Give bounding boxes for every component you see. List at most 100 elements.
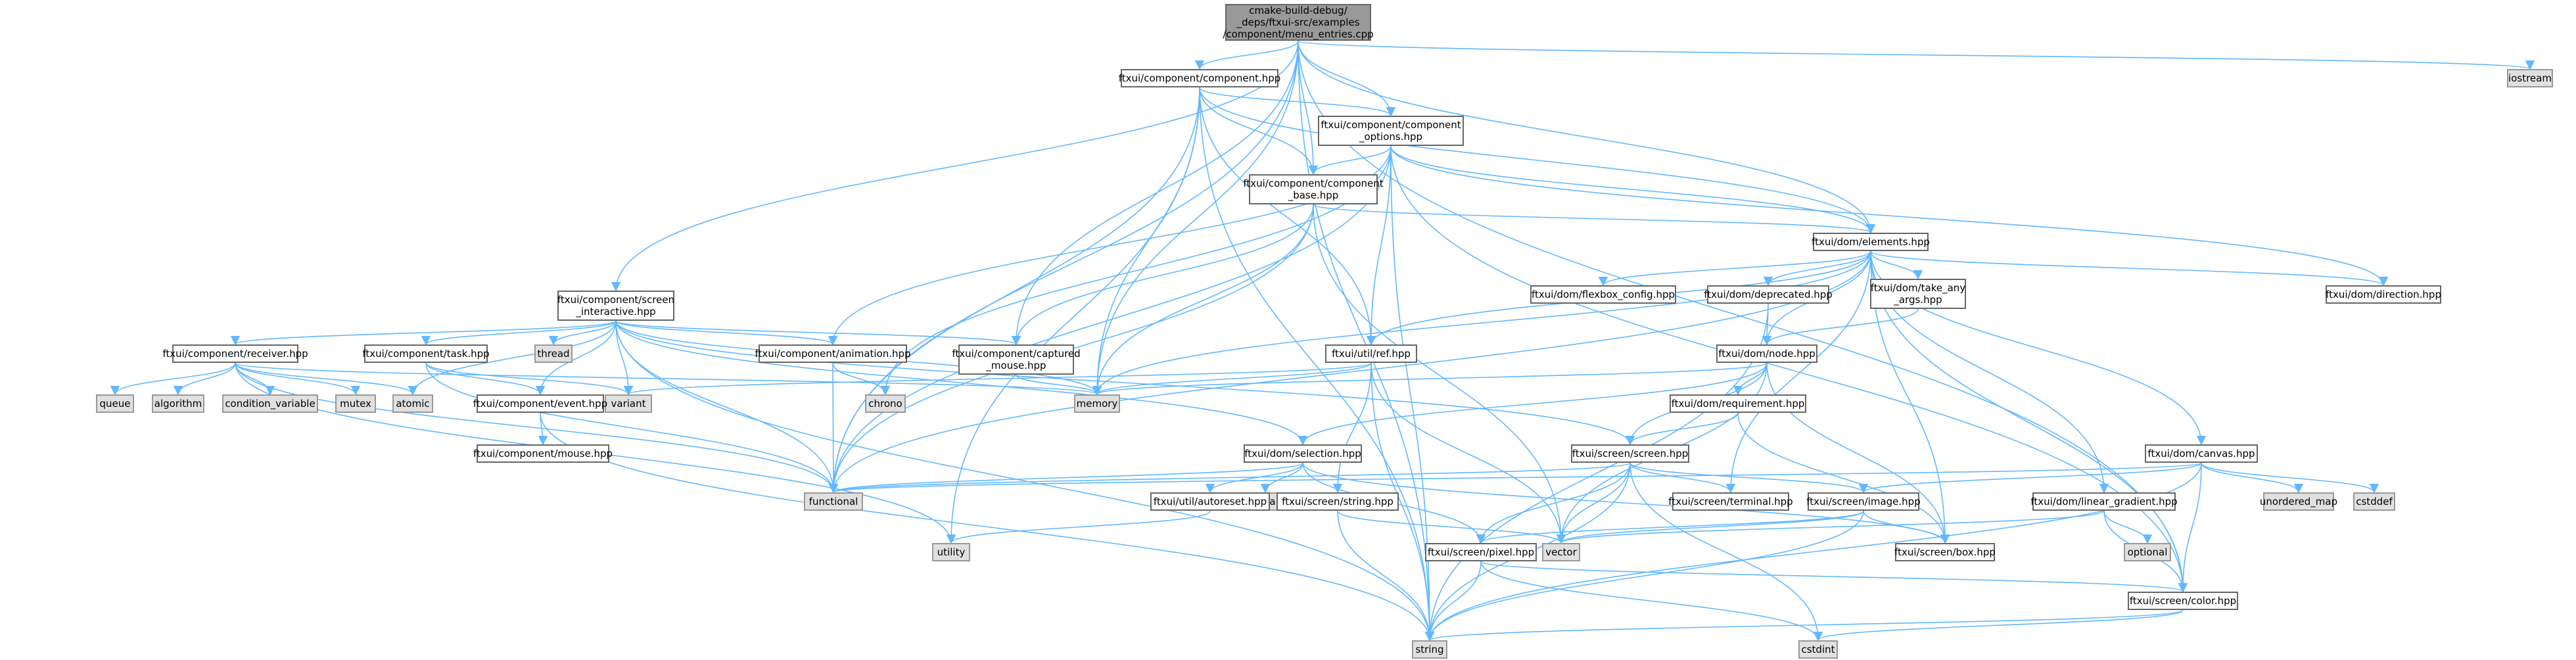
node-image[interactable]: ftxui/screen/image.hpp	[1806, 492, 1921, 511]
edge-ref-to-variant	[624, 362, 1372, 396]
node-animation[interactable]: ftxui/component/animation.hpp	[755, 344, 911, 363]
edge-component_options-to-functional	[828, 145, 1392, 494]
node-queue: queue	[96, 394, 134, 413]
edge-screen_interactive-to-string	[615, 320, 1435, 642]
node-component-options[interactable]: ftxui/component/component _options.hpp	[1318, 116, 1464, 146]
edge-component-to-utility	[946, 87, 1200, 544]
edge-canvas-to-cstddef	[2201, 462, 2379, 494]
node-terminal[interactable]: ftxui/screen/terminal.hpp	[1668, 492, 1793, 511]
edge-elements-to-memory	[1092, 250, 1871, 396]
edge-component-to-string	[1199, 87, 1435, 642]
edge-ref-to-vector	[1370, 362, 1566, 544]
node-utility: utility	[932, 543, 970, 561]
node-canvas[interactable]: ftxui/dom/canvas.hpp	[2145, 444, 2258, 463]
edge-component_base-to-vector	[1313, 204, 1566, 544]
edge-image-to-pixel	[1476, 510, 1864, 544]
edge-screen_interactive-to-event	[535, 320, 617, 396]
node-box[interactable]: ftxui/screen/box.hpp	[1894, 543, 1996, 561]
node-selection[interactable]: ftxui/dom/selection.hpp	[1244, 444, 1362, 463]
edge-linear_gradient-to-optional	[2103, 510, 2153, 544]
edge-root-to-component	[1194, 40, 1299, 70]
node-autoreset[interactable]: ftxui/util/autoreset.hpp	[1150, 492, 1270, 511]
node-flexbox-config[interactable]: ftxui/dom/flexbox_config.hpp	[1530, 285, 1676, 304]
node-root: cmake-build-debug/ _deps/ftxui-src/examp…	[1223, 4, 1374, 41]
node-memory: memory	[1074, 394, 1120, 413]
edge-component-to-component_options	[1199, 87, 1396, 117]
node-task[interactable]: ftxui/component/task.hpp	[362, 344, 490, 363]
edge-string_hpp-to-vector	[1337, 510, 1566, 544]
edge-component_base-to-captured_mouse	[1011, 204, 1314, 346]
dependency-edges	[110, 40, 2535, 642]
edge-color-to-string	[1425, 609, 2184, 642]
edge-deprecated-to-string	[1424, 303, 1769, 642]
edge-receiver-to-memory	[235, 362, 1102, 396]
edge-receiver-to-mutex	[235, 362, 361, 396]
edge-component_base-to-memory	[1092, 204, 1314, 396]
node-component-base[interactable]: ftxui/component/component _base.hpp	[1243, 174, 1384, 204]
edge-screen_interactive-to-selection	[615, 320, 1308, 446]
edge-autoreset-to-utility	[947, 510, 1211, 544]
edge-requirement-to-box	[1737, 412, 1950, 544]
node-string: string	[1412, 640, 1447, 659]
node-linear-gradient[interactable]: ftxui/dom/linear_gradient.hpp	[2030, 492, 2178, 511]
edge-canvas-to-image	[1859, 462, 2202, 494]
edge-component_options-to-component_base	[1308, 145, 1392, 176]
edge-selection-to-sstream	[1260, 462, 1303, 494]
edge-component_options-to-elements	[1390, 145, 1876, 234]
edge-canvas-to-functional	[830, 462, 2202, 494]
edge-screen_interactive-to-screen	[615, 320, 1635, 446]
edge-receiver-to-queue	[110, 362, 236, 396]
edge-elements-to-color	[1870, 250, 2188, 593]
edge-canvas-to-unordered_map	[2201, 462, 2304, 494]
edge-receiver-to-functional	[235, 362, 839, 494]
node-direction[interactable]: ftxui/dom/direction.hpp	[2326, 285, 2441, 304]
node-unordered-map: unordered_map	[2260, 492, 2337, 511]
node-chrono: chrono	[865, 394, 906, 413]
node-elements[interactable]: ftxui/dom/elements.hpp	[1812, 233, 1930, 251]
edge-string_hpp-to-string	[1337, 510, 1435, 642]
node-screen-interactive[interactable]: ftxui/component/screen _interactive.hpp	[557, 291, 674, 321]
edge-canvas-to-color	[2178, 462, 2202, 593]
edge-root-to-screen_interactive	[611, 40, 1299, 292]
edge-elements-to-take_any_args	[1870, 250, 1923, 280]
node-take-any-args[interactable]: ftxui/dom/take_any _args.hpp	[1870, 279, 1966, 309]
node-receiver[interactable]: ftxui/component/receiver.hpp	[162, 344, 308, 363]
edge-color-to-cstdint	[1814, 609, 2184, 642]
node-mouse[interactable]: ftxui/component/mouse.hpp	[473, 444, 613, 463]
node-cstddef: cstddef	[2353, 492, 2395, 511]
edge-pixel-to-string	[1424, 561, 1482, 642]
node-mutex: mutex	[335, 394, 376, 413]
node-pixel[interactable]: ftxui/screen/pixel.hpp	[1425, 543, 1537, 561]
edge-ref-to-string_hpp	[1332, 362, 1372, 494]
edge-screen_interactive-to-variant	[615, 320, 634, 396]
edge-screen_interactive-to-atomic	[408, 320, 617, 396]
edge-screen_interactive-to-thread	[548, 320, 617, 346]
node-event[interactable]: ftxui/component/event.hpp	[473, 394, 607, 413]
edge-take_any_args-to-node	[1762, 308, 1919, 346]
edge-linear_gradient-to-vector	[1557, 510, 2105, 544]
edge-component-to-elements	[1199, 87, 1876, 234]
edge-component_options-to-color	[1390, 145, 2188, 593]
edge-component-to-functional	[828, 87, 1200, 494]
edge-screen-to-cstdint	[1629, 462, 1823, 642]
edge-elements-to-terminal	[1725, 250, 1871, 494]
edge-image-to-box	[1863, 510, 1950, 544]
node-node[interactable]: ftxui/dom/node.hpp	[1716, 344, 1817, 363]
node-string-hpp[interactable]: ftxui/screen/string.hpp	[1276, 492, 1399, 511]
node-deprecated[interactable]: ftxui/dom/deprecated.hpp	[1704, 285, 1833, 304]
node-optional: optional	[2124, 543, 2171, 561]
edge-screen_interactive-to-receiver	[231, 320, 617, 346]
node-ref[interactable]: ftxui/util/ref.hpp	[1325, 344, 1417, 363]
node-component[interactable]: ftxui/component/component.hpp	[1119, 69, 1280, 87]
node-screen[interactable]: ftxui/screen/screen.hpp	[1571, 444, 1689, 463]
node-iostream: iostream	[2507, 69, 2553, 87]
node-requirement[interactable]: ftxui/dom/requirement.hpp	[1670, 394, 1806, 413]
edge-screen-to-functional	[829, 462, 1631, 494]
node-algorithm: algorithm	[152, 394, 204, 413]
edge-ref-to-memory	[1092, 362, 1372, 396]
edge-root-to-component_options	[1298, 40, 1396, 117]
node-condition-variable: condition_variable	[222, 394, 318, 413]
edge-receiver-to-atomic	[235, 362, 418, 396]
node-color[interactable]: ftxui/screen/color.hpp	[2128, 592, 2238, 610]
node-captured-mouse[interactable]: ftxui/component/captured _mouse.hpp	[952, 344, 1081, 375]
